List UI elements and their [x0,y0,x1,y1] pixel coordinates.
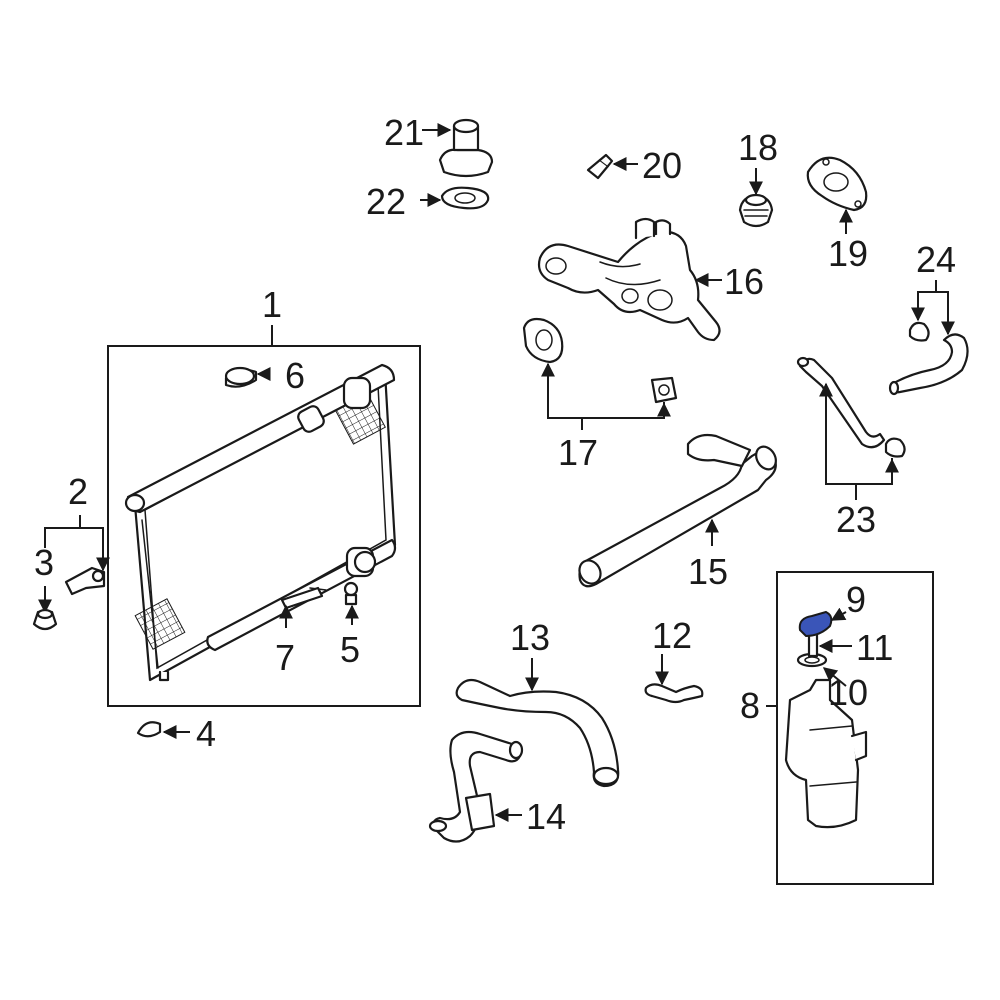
callout-12: 12 [652,615,692,656]
callout-2: 2 [68,471,88,512]
coolant-reservoir[interactable] [784,678,868,829]
upper-radiator-hose[interactable] [455,678,620,788]
callout-9: 9 [846,579,866,620]
temperature-sensor[interactable] [586,153,614,180]
callout-6: 6 [285,355,305,396]
callout-7: 7 [275,637,295,678]
callout-21: 21 [384,112,424,153]
heater-hose-clamp[interactable] [908,321,930,342]
callout-24: 24 [916,239,956,280]
callout-1: 1 [262,284,282,325]
heater-hose[interactable] [888,333,969,396]
callout-11: 11 [856,627,893,668]
manifold-gasket-right[interactable] [650,376,678,404]
callout-19: 19 [828,233,868,274]
radiator-cap[interactable] [224,366,258,388]
reservoir-cap-stem[interactable] [807,632,819,658]
thermostat[interactable] [738,193,774,228]
upper-mount-bracket[interactable] [64,566,106,596]
reservoir-assembly-box [776,571,934,885]
lower-radiator-hose[interactable] [428,730,524,843]
callout-5: 5 [340,629,360,670]
water-outlet-manifold[interactable] [537,217,721,342]
bypass-hose[interactable] [796,356,886,449]
callout-8: 8 [740,685,760,726]
callout-17: 17 [558,432,598,473]
radiator-assembly-box [107,345,421,707]
callout-3: 3 [34,542,54,583]
water-inlet-pipe[interactable] [575,433,779,588]
drain-plug[interactable] [343,581,359,606]
outlet-gasket[interactable] [440,186,490,210]
callout-13: 13 [510,617,550,658]
callout-14: 14 [526,796,566,837]
callout-20: 20 [642,145,682,186]
manifold-gasket-left[interactable] [522,317,564,364]
callout-15: 15 [688,551,728,592]
bypass-hose-clamp[interactable] [884,437,906,458]
grommet[interactable] [136,721,162,738]
reservoir-cap-highlighted[interactable] [798,610,833,638]
callout-22: 22 [366,181,406,222]
callout-23: 23 [836,499,876,540]
callout-16: 16 [724,261,764,302]
callout-18: 18 [738,127,778,168]
reservoir-hose[interactable] [644,683,704,704]
water-outlet-fitting[interactable] [438,118,494,178]
callout-10: 10 [828,672,868,713]
thermostat-housing[interactable] [806,156,868,212]
callout-4: 4 [196,713,216,754]
lower-mount-insulator[interactable] [32,608,58,631]
